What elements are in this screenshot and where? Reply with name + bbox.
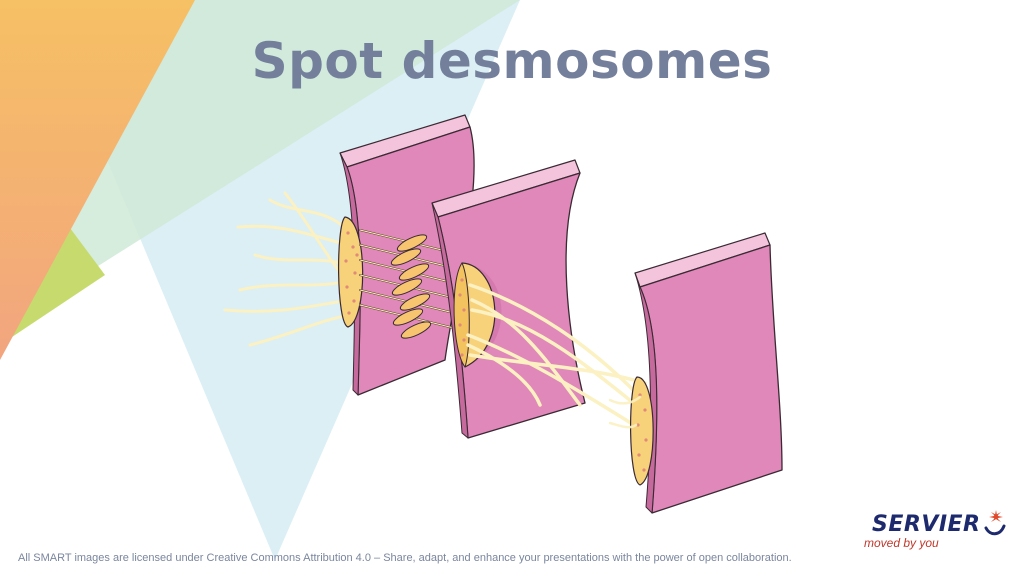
logo-star-icon — [984, 510, 1006, 536]
cell-membrane-right — [634, 232, 783, 514]
bg-green-wedge — [40, 0, 520, 290]
filaments-into-right-cell — [608, 395, 642, 429]
cell-membrane-left — [339, 114, 475, 396]
desmosome-plaque-left — [338, 216, 364, 328]
desmosome-diagram — [223, 114, 783, 514]
cadherin-linkers — [359, 229, 463, 339]
license-footer: All SMART images are licensed under Crea… — [18, 552, 792, 564]
intermediate-filaments — [466, 283, 647, 427]
logo-tagline: moved by you — [864, 536, 939, 550]
bg-orange-wedge — [0, 0, 195, 360]
logo-wordmark: SERVIER — [872, 512, 981, 537]
page-title: Spot desmosomes — [251, 32, 773, 90]
servier-logo: SERVIER moved by you — [862, 510, 1012, 552]
left-keratin-filaments — [223, 191, 352, 347]
desmosome-plaque-right — [629, 376, 654, 486]
